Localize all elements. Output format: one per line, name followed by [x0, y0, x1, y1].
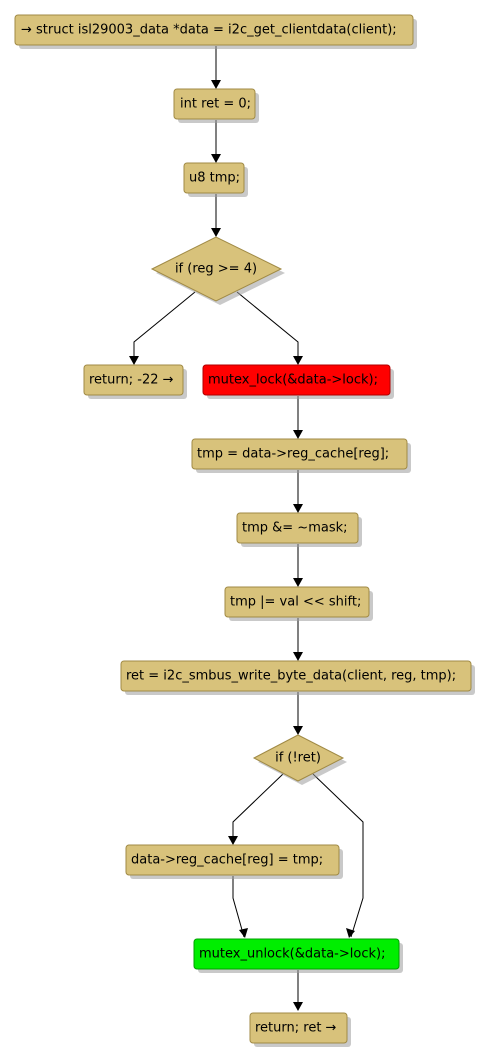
- decision-ret-check: if (!ret): [252, 734, 347, 785]
- node-mutex-unlock-label: mutex_unlock(&data->lock);: [199, 947, 385, 962]
- node-return-ret-label: return; ret →: [255, 1021, 337, 1036]
- node-cache-write: data->reg_cache[reg] = tmp;: [125, 844, 343, 879]
- node-return-error-label: return; -22 →: [89, 373, 174, 388]
- edge-d1-n5: [236, 291, 299, 364]
- decision-reg-check-label: if (reg >= 4): [175, 262, 257, 277]
- node-tmp-read-cache-label: tmp = data->reg_cache[reg];: [197, 447, 389, 462]
- node-tmp-shift-label: tmp |= val << shift;: [230, 595, 361, 610]
- edges: [129, 46, 364, 1011]
- edge-d1-n4: [133, 291, 196, 364]
- decision-reg-check: if (reg >= 4): [150, 236, 285, 305]
- arrowhead: [211, 80, 221, 89]
- node-entry: → struct isl29003_data *data = i2c_get_c…: [14, 14, 417, 49]
- node-entry-label: → struct isl29003_data *data = i2c_get_c…: [21, 23, 397, 38]
- arrowhead: [293, 504, 303, 513]
- node-return-ret: return; ret →: [249, 1012, 351, 1047]
- node-tmp-shift: tmp |= val << shift;: [224, 586, 373, 621]
- node-u8-tmp: u8 tmp;: [183, 162, 248, 197]
- node-smbus-write-label: ret = i2c_smbus_write_byte_data(client, …: [126, 669, 456, 684]
- node-return-error: return; -22 →: [83, 364, 187, 399]
- decision-ret-check-label: if (!ret): [275, 751, 321, 766]
- node-smbus-write: ret = i2c_smbus_write_byte_data(client, …: [120, 660, 475, 695]
- arrowhead: [293, 356, 303, 365]
- node-cache-write-label: data->reg_cache[reg] = tmp;: [131, 853, 323, 868]
- node-int-ret: int ret = 0;: [173, 88, 259, 123]
- edge-d2-n10: [232, 773, 284, 844]
- arrowhead: [293, 726, 303, 735]
- arrowhead: [211, 154, 221, 163]
- edge-n10-n11: [232, 876, 245, 938]
- node-int-ret-label: int ret = 0;: [180, 97, 251, 112]
- node-mutex-lock: mutex_lock(&data->lock);: [202, 364, 394, 399]
- arrowhead: [293, 652, 303, 661]
- arrowhead: [211, 228, 221, 237]
- arrowhead: [293, 578, 303, 587]
- node-tmp-mask: tmp &= ~mask;: [236, 512, 362, 547]
- arrowhead: [228, 836, 238, 845]
- arrowhead: [346, 928, 355, 938]
- arrowhead: [293, 1002, 303, 1011]
- node-mutex-lock-label: mutex_lock(&data->lock);: [208, 373, 378, 388]
- node-tmp-mask-label: tmp &= ~mask;: [242, 521, 348, 536]
- arrowhead: [293, 430, 303, 439]
- arrowhead: [129, 356, 139, 365]
- arrowhead: [239, 928, 248, 938]
- node-tmp-read-cache: tmp = data->reg_cache[reg];: [191, 438, 411, 473]
- node-u8-tmp-label: u8 tmp;: [189, 171, 240, 186]
- node-mutex-unlock: mutex_unlock(&data->lock);: [193, 938, 403, 973]
- edge-d2-n11: [312, 773, 364, 938]
